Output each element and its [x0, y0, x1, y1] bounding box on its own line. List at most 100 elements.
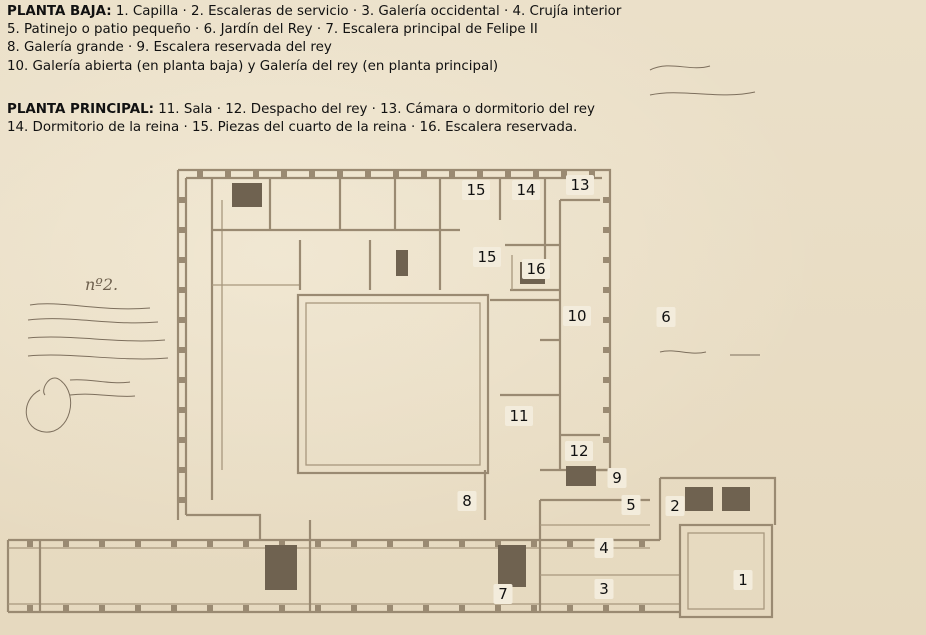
- wall-pier: [253, 171, 259, 177]
- wall-pier: [243, 541, 249, 547]
- wall-pier: [567, 541, 573, 547]
- svg-text:3: 3: [599, 580, 609, 598]
- wall-pier: [179, 197, 185, 203]
- plan-label-11: 11: [505, 406, 533, 426]
- wall-pier: [63, 605, 69, 611]
- plan-number-labels: 1 2 3 4 5 6 7 8 9 10 11 12 13 14 15 15 1…: [457, 175, 753, 604]
- plan-label-backing: [594, 538, 614, 558]
- wall-pier: [603, 347, 609, 353]
- plan-label-16: 16: [522, 259, 550, 279]
- legend-ground-floor: PLANTA BAJA: 1. Capilla · 2. Escaleras d…: [7, 3, 621, 76]
- wall-pier: [589, 171, 595, 177]
- legend-line: PLANTA PRINCIPAL: 11. Sala · 12. Despach…: [7, 101, 595, 119]
- wall-pier: [639, 605, 645, 611]
- wall-pier: [179, 257, 185, 263]
- wall-pier: [171, 541, 177, 547]
- plan-label-backing: [656, 307, 676, 327]
- legend-line: PLANTA BAJA: 1. Capilla · 2. Escaleras d…: [7, 3, 621, 21]
- wall-pier: [351, 605, 357, 611]
- svg-text:13: 13: [570, 176, 589, 194]
- wall-pier: [207, 605, 213, 611]
- plan-label-12: 12: [565, 441, 593, 461]
- legend-line: 10. Galería abierta (en planta baja) y G…: [7, 58, 499, 74]
- wall-pier: [179, 407, 185, 413]
- wall-pier: [423, 605, 429, 611]
- wall-pier: [179, 227, 185, 233]
- wall-pier: [603, 407, 609, 413]
- svg-text:12: 12: [569, 442, 588, 460]
- wall-pier: [423, 541, 429, 547]
- svg-text:8: 8: [462, 492, 472, 510]
- wall-pier: [179, 377, 185, 383]
- wall-pier: [495, 541, 501, 547]
- plan-label-backing: [594, 579, 614, 599]
- plan-label-backing: [563, 306, 591, 326]
- wall-pier: [531, 605, 537, 611]
- wall-pier: [603, 317, 609, 323]
- svg-text:5: 5: [626, 496, 636, 514]
- wall-pier: [365, 171, 371, 177]
- legend-line: 8. Galería grande · 9. Escalera reservad…: [7, 40, 332, 56]
- plan-label-backing: [493, 584, 513, 604]
- wall-pier: [603, 257, 609, 263]
- legend-main-floor: PLANTA PRINCIPAL: 11. Sala · 12. Despach…: [7, 101, 595, 137]
- wall-pier: [603, 437, 609, 443]
- wall-pier: [27, 605, 33, 611]
- wall-pier: [567, 605, 573, 611]
- wall-pier: [179, 287, 185, 293]
- svg-text:7: 7: [498, 585, 508, 603]
- wall-pier: [459, 605, 465, 611]
- wall-pier: [603, 377, 609, 383]
- wall-pier: [459, 541, 465, 547]
- plan-label-backing: [565, 441, 593, 461]
- svg-text:10: 10: [567, 307, 586, 325]
- wall-pier: [387, 541, 393, 547]
- plan-label-backing: [462, 180, 490, 200]
- svg-text:16: 16: [526, 260, 545, 278]
- plan-label-backing: [566, 175, 594, 195]
- plan-piers: [27, 171, 645, 611]
- plan-label-15-north: 15: [462, 180, 490, 200]
- wall-pier: [315, 541, 321, 547]
- wall-pier: [477, 171, 483, 177]
- plan-label-backing: [607, 468, 627, 488]
- wall-pier: [531, 541, 537, 547]
- wall-pier: [179, 437, 185, 443]
- manuscript-notes: [25, 65, 760, 433]
- wall-pier: [279, 605, 285, 611]
- plan-label-5: 5: [621, 495, 641, 515]
- wall-pier: [603, 227, 609, 233]
- svg-text:9: 9: [612, 469, 622, 487]
- plan-label-backing: [733, 570, 753, 590]
- wall-pier: [337, 171, 343, 177]
- plan-label-1: 1: [733, 570, 753, 590]
- wall-pier: [99, 605, 105, 611]
- wall-pier: [63, 541, 69, 547]
- legend-line: 5. Patinejo o patio pequeño · 6. Jardín …: [7, 22, 538, 38]
- plan-label-15-central: 15: [473, 247, 501, 267]
- wall-pier: [603, 287, 609, 293]
- plan-label-backing: [665, 496, 685, 516]
- plan-label-4: 4: [594, 538, 614, 558]
- svg-text:15: 15: [477, 248, 496, 266]
- plan-walls: [6, 168, 777, 619]
- plan-label-14: 14: [512, 180, 540, 200]
- wall-pier: [495, 605, 501, 611]
- wall-pier: [281, 171, 287, 177]
- plan-label-backing: [505, 406, 533, 426]
- wall-pier: [179, 497, 185, 503]
- plan-label-8: 8: [457, 491, 477, 511]
- legend-text: 11. Sala · 12. Despacho del rey · 13. Cá…: [158, 102, 595, 117]
- plan-label-backing: [457, 491, 477, 511]
- wall-pier: [533, 171, 539, 177]
- wall-pier: [315, 605, 321, 611]
- wall-pier: [197, 171, 203, 177]
- wall-pier: [135, 541, 141, 547]
- svg-text:4: 4: [599, 539, 609, 557]
- plan-label-10: 10: [563, 306, 591, 326]
- wall-pier: [135, 605, 141, 611]
- wall-pier: [279, 541, 285, 547]
- wall-pier: [603, 197, 609, 203]
- plan-label-backing: [522, 259, 550, 279]
